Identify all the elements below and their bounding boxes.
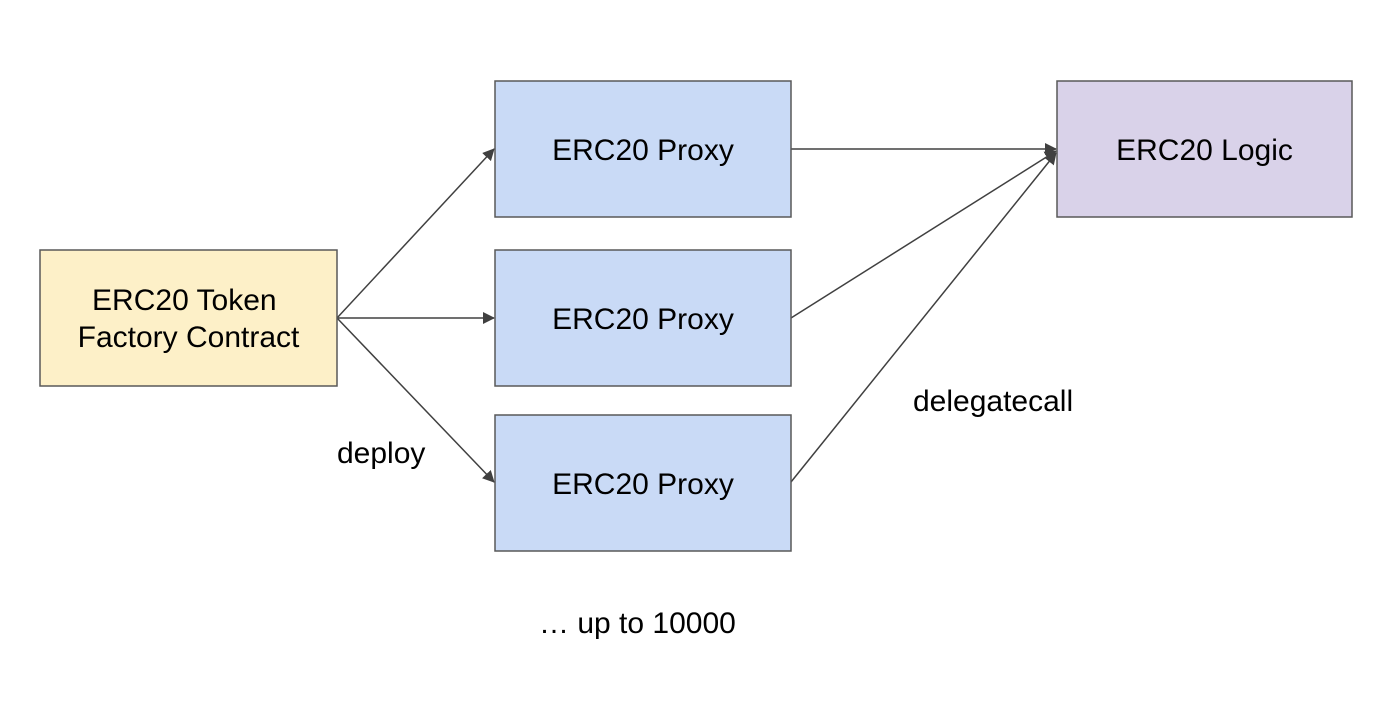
proxy-node-1-label: ERC20 Proxy [552,134,734,167]
factory-node-label: ERC20 Token Factory Contract [78,284,300,354]
up-to-10000-label: … up to 10000 [539,607,736,640]
factory-node-label-line-1: ERC20 Token [92,284,277,317]
factory-node-label-line-2: Factory Contract [78,321,300,354]
proxy-node-1: ERC20 Proxy [494,80,792,218]
delegatecall-label: delegatecall [913,385,1073,418]
edge-factory-to-proxy-1 [336,148,495,319]
proxy-node-3: ERC20 Proxy [494,414,792,552]
edge-proxy-3-to-logic [790,152,1057,483]
logic-node-box [1056,80,1353,218]
logic-node: ERC20 Logic [1056,80,1353,218]
edge-proxy-2-to-logic [790,150,1057,319]
deploy-label: deploy [337,437,425,470]
logic-node-label: ERC20 Logic [1116,134,1293,167]
proxy-node-3-label: ERC20 Proxy [552,468,734,501]
factory-node: ERC20 Token Factory Contract [39,249,338,387]
proxy-node-2-box [494,249,792,387]
edge-factory-to-proxy-3 [336,317,495,483]
proxy-node-2-label: ERC20 Proxy [552,303,734,336]
factory-node-box [39,249,338,387]
proxy-node-2: ERC20 Proxy [494,249,792,387]
proxy-node-1-box [494,80,792,218]
proxy-node-3-box [494,414,792,552]
